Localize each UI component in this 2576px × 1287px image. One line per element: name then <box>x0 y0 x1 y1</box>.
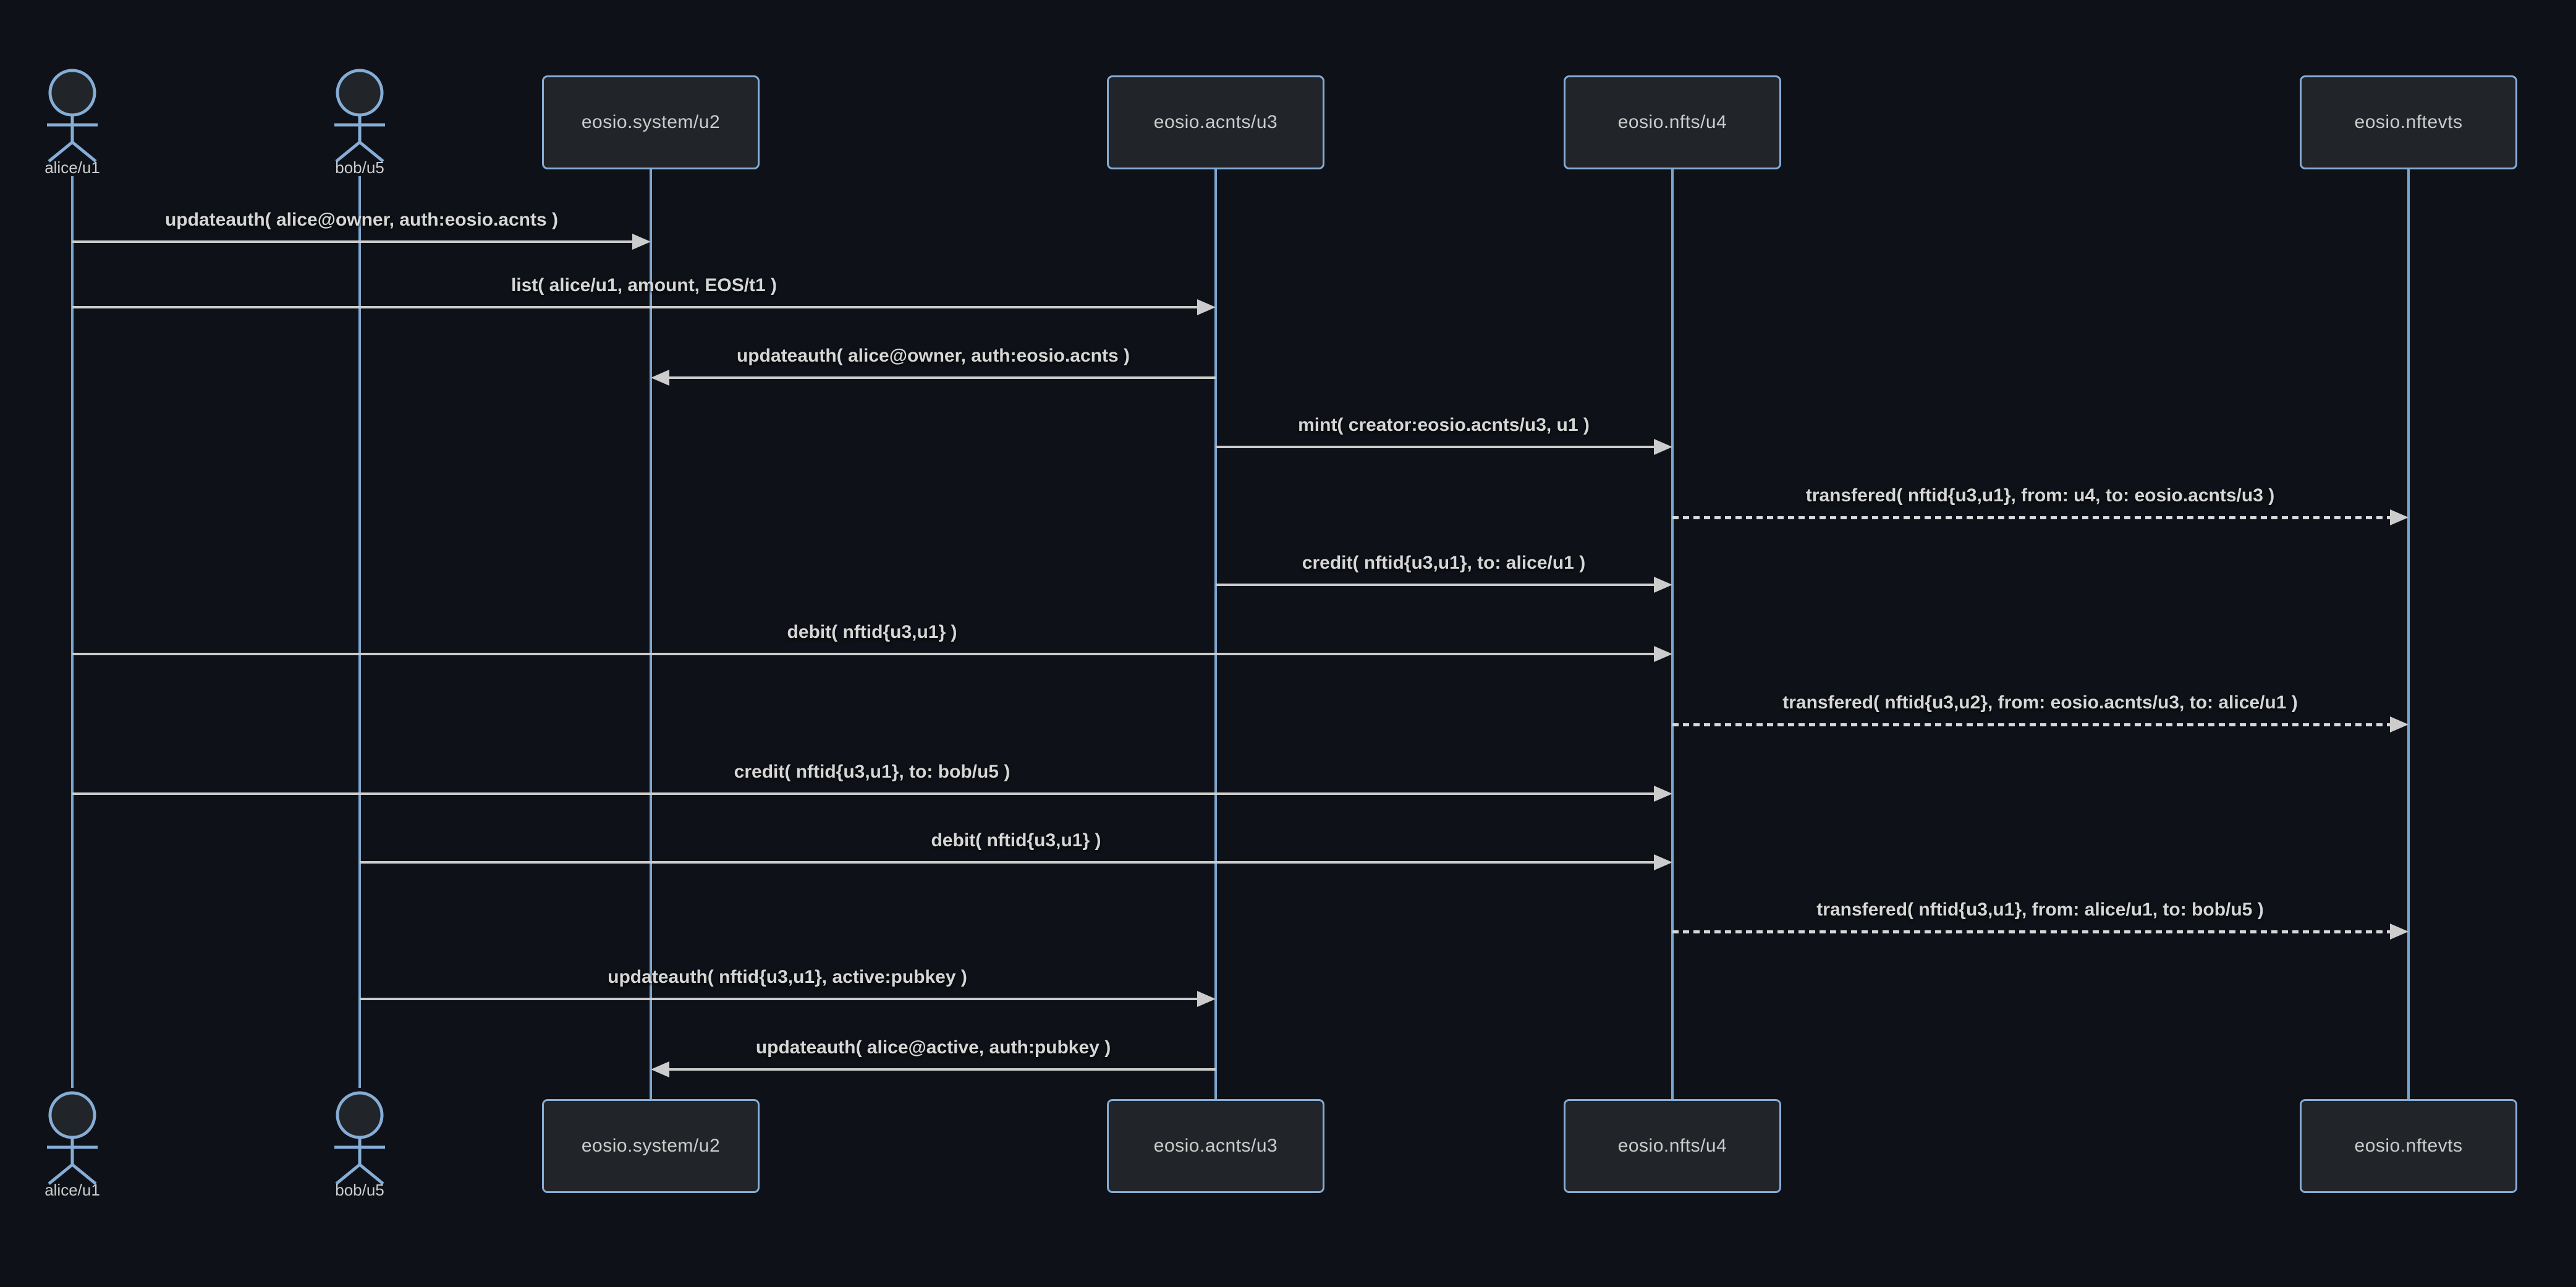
arrowhead-right-icon <box>2390 924 2409 940</box>
message-label: updateauth( alice@owner, auth:eosio.acnt… <box>164 210 559 230</box>
lifeline-eosio-system <box>650 169 652 1099</box>
arrowhead-left-icon <box>651 370 669 386</box>
message-line <box>1216 446 1656 448</box>
message-line-dotted <box>1672 723 2392 726</box>
participant-label: eosio.nfts/u4 <box>1617 112 1727 132</box>
participant-eosio-nftevts-top: eosio.nftevts <box>2300 75 2517 169</box>
participant-label: eosio.nftevts <box>2354 1136 2463 1156</box>
message-label: transfered( nftid{u3,u1}, from: alice/u1… <box>1816 899 2264 920</box>
participant-label: eosio.nftevts <box>2354 112 2463 132</box>
arrowhead-right-icon <box>1654 577 1672 593</box>
participant-eosio-system-top: eosio.system/u2 <box>542 75 760 169</box>
message-line <box>1216 584 1656 586</box>
lifeline-eosio-acnts <box>1214 169 1217 1099</box>
message-label: mint( creator:eosio.acnts/u3, u1 ) <box>1298 415 1590 435</box>
participant-eosio-system-bottom: eosio.system/u2 <box>542 1099 760 1193</box>
message-line <box>360 998 1200 1000</box>
message-line <box>72 792 1656 795</box>
participant-eosio-nfts-bottom: eosio.nfts/u4 <box>1564 1099 1781 1193</box>
lifeline-eosio-nfts <box>1671 169 1674 1099</box>
actor-label: bob/u5 <box>335 158 384 177</box>
message-label: credit( nftid{u3,u1}, to: alice/u1 ) <box>1302 553 1586 573</box>
stick-figure-icon <box>47 1091 98 1185</box>
message-label: credit( nftid{u3,u1}, to: bob/u5 ) <box>734 762 1010 782</box>
arrowhead-right-icon <box>2390 716 2409 733</box>
participant-label: eosio.acnts/u3 <box>1153 112 1278 132</box>
message-line <box>667 376 1216 379</box>
actor-label: alice/u1 <box>44 1181 100 1199</box>
participant-label: eosio.acnts/u3 <box>1153 1136 1278 1156</box>
participant-eosio-acnts-top: eosio.acnts/u3 <box>1107 75 1324 169</box>
actor-bob-u5-bottom: bob/u5 <box>307 1085 412 1209</box>
message-label: updateauth( alice@owner, auth:eosio.acnt… <box>736 346 1130 366</box>
actor-label: bob/u5 <box>335 1181 384 1199</box>
participant-eosio-nfts-top: eosio.nfts/u4 <box>1564 75 1781 169</box>
message-label: debit( nftid{u3,u1} ) <box>931 830 1101 851</box>
message-label: transfered( nftid{u3,u2}, from: eosio.ac… <box>1782 692 2298 713</box>
actor-alice-u1-top: alice/u1 <box>20 63 125 187</box>
participant-label: eosio.system/u2 <box>581 1136 721 1156</box>
actor-alice-u1-bottom: alice/u1 <box>20 1085 125 1209</box>
message-line-dotted <box>1672 930 2392 933</box>
message-label: transfered( nftid{u3,u1}, from: u4, to: … <box>1805 485 2275 506</box>
message-line-dotted <box>1672 516 2392 519</box>
lifeline-bob-u5 <box>358 176 361 1088</box>
lifeline-alice-u1 <box>71 176 74 1088</box>
actor-label: alice/u1 <box>44 158 100 177</box>
stick-figure-icon <box>47 69 98 163</box>
message-line <box>667 1068 1216 1071</box>
message-label: list( alice/u1, amount, EOS/t1 ) <box>511 275 777 295</box>
arrowhead-right-icon <box>1654 786 1672 802</box>
arrowhead-right-icon <box>1197 991 1216 1007</box>
arrowhead-right-icon <box>2390 509 2409 525</box>
message-label: updateauth( nftid{u3,u1}, active:pubkey … <box>608 967 967 987</box>
arrowhead-right-icon <box>1654 439 1672 455</box>
actor-bob-u5-top: bob/u5 <box>307 63 412 187</box>
lifeline-eosio-nftevts <box>2407 169 2410 1099</box>
stick-figure-icon <box>334 1091 385 1185</box>
arrowhead-right-icon <box>1654 646 1672 662</box>
message-label: debit( nftid{u3,u1} ) <box>787 622 957 642</box>
message-line <box>72 653 1656 655</box>
participant-eosio-nftevts-bottom: eosio.nftevts <box>2300 1099 2517 1193</box>
participant-label: eosio.system/u2 <box>581 112 721 132</box>
participant-eosio-acnts-bottom: eosio.acnts/u3 <box>1107 1099 1324 1193</box>
participant-label: eosio.nfts/u4 <box>1617 1136 1727 1156</box>
stick-figure-icon <box>334 69 385 163</box>
arrowhead-right-icon <box>632 234 651 250</box>
message-line <box>360 861 1656 864</box>
arrowhead-right-icon <box>1197 299 1216 315</box>
message-line <box>72 306 1200 308</box>
arrowhead-right-icon <box>1654 854 1672 870</box>
message-label: updateauth( alice@active, auth:pubkey ) <box>755 1037 1111 1058</box>
message-line <box>72 240 635 243</box>
arrowhead-left-icon <box>651 1061 669 1077</box>
